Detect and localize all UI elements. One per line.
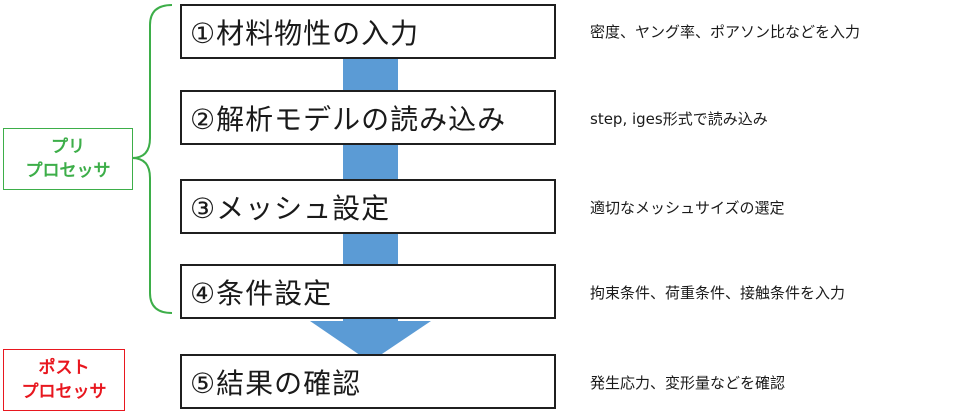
post-processor-line1: ポスト xyxy=(38,358,90,378)
step-5-box: ⑤結果の確認 xyxy=(180,354,556,409)
step-2-label: ②解析モデルの読み込み xyxy=(190,102,507,136)
step-3-note: 適切なメッシュサイズの選定 xyxy=(590,199,785,217)
pre-processor-line2: プロセッサ xyxy=(25,161,111,181)
pre-processor-label-box: プリ プロセッサ xyxy=(3,128,133,190)
flow-arrow-head xyxy=(310,321,431,362)
pre-processor-line1: プリ xyxy=(51,137,85,157)
step-2-box: ②解析モデルの読み込み xyxy=(180,90,556,145)
step-4-label: ④条件設定 xyxy=(190,276,333,310)
step-1-label: ①材料物性の入力 xyxy=(190,16,420,50)
pre-processor-bracket xyxy=(131,4,173,314)
step-3-label: ③メッシュ設定 xyxy=(190,191,391,225)
step-1-box: ①材料物性の入力 xyxy=(180,4,556,59)
step-1-note: 密度、ヤング率、ポアソン比などを入力 xyxy=(590,23,861,41)
step-4-note: 拘束条件、荷重条件、接触条件を入力 xyxy=(590,284,846,302)
step-4-box: ④条件設定 xyxy=(180,264,556,319)
step-2-note: step, iges形式で読み込み xyxy=(590,110,768,128)
post-processor-line2: プロセッサ xyxy=(21,382,107,402)
step-3-box: ③メッシュ設定 xyxy=(180,179,556,234)
step-5-label: ⑤結果の確認 xyxy=(190,366,362,400)
step-5-note: 発生応力、変形量などを確認 xyxy=(590,374,786,392)
post-processor-label-box: ポスト プロセッサ xyxy=(3,349,125,411)
